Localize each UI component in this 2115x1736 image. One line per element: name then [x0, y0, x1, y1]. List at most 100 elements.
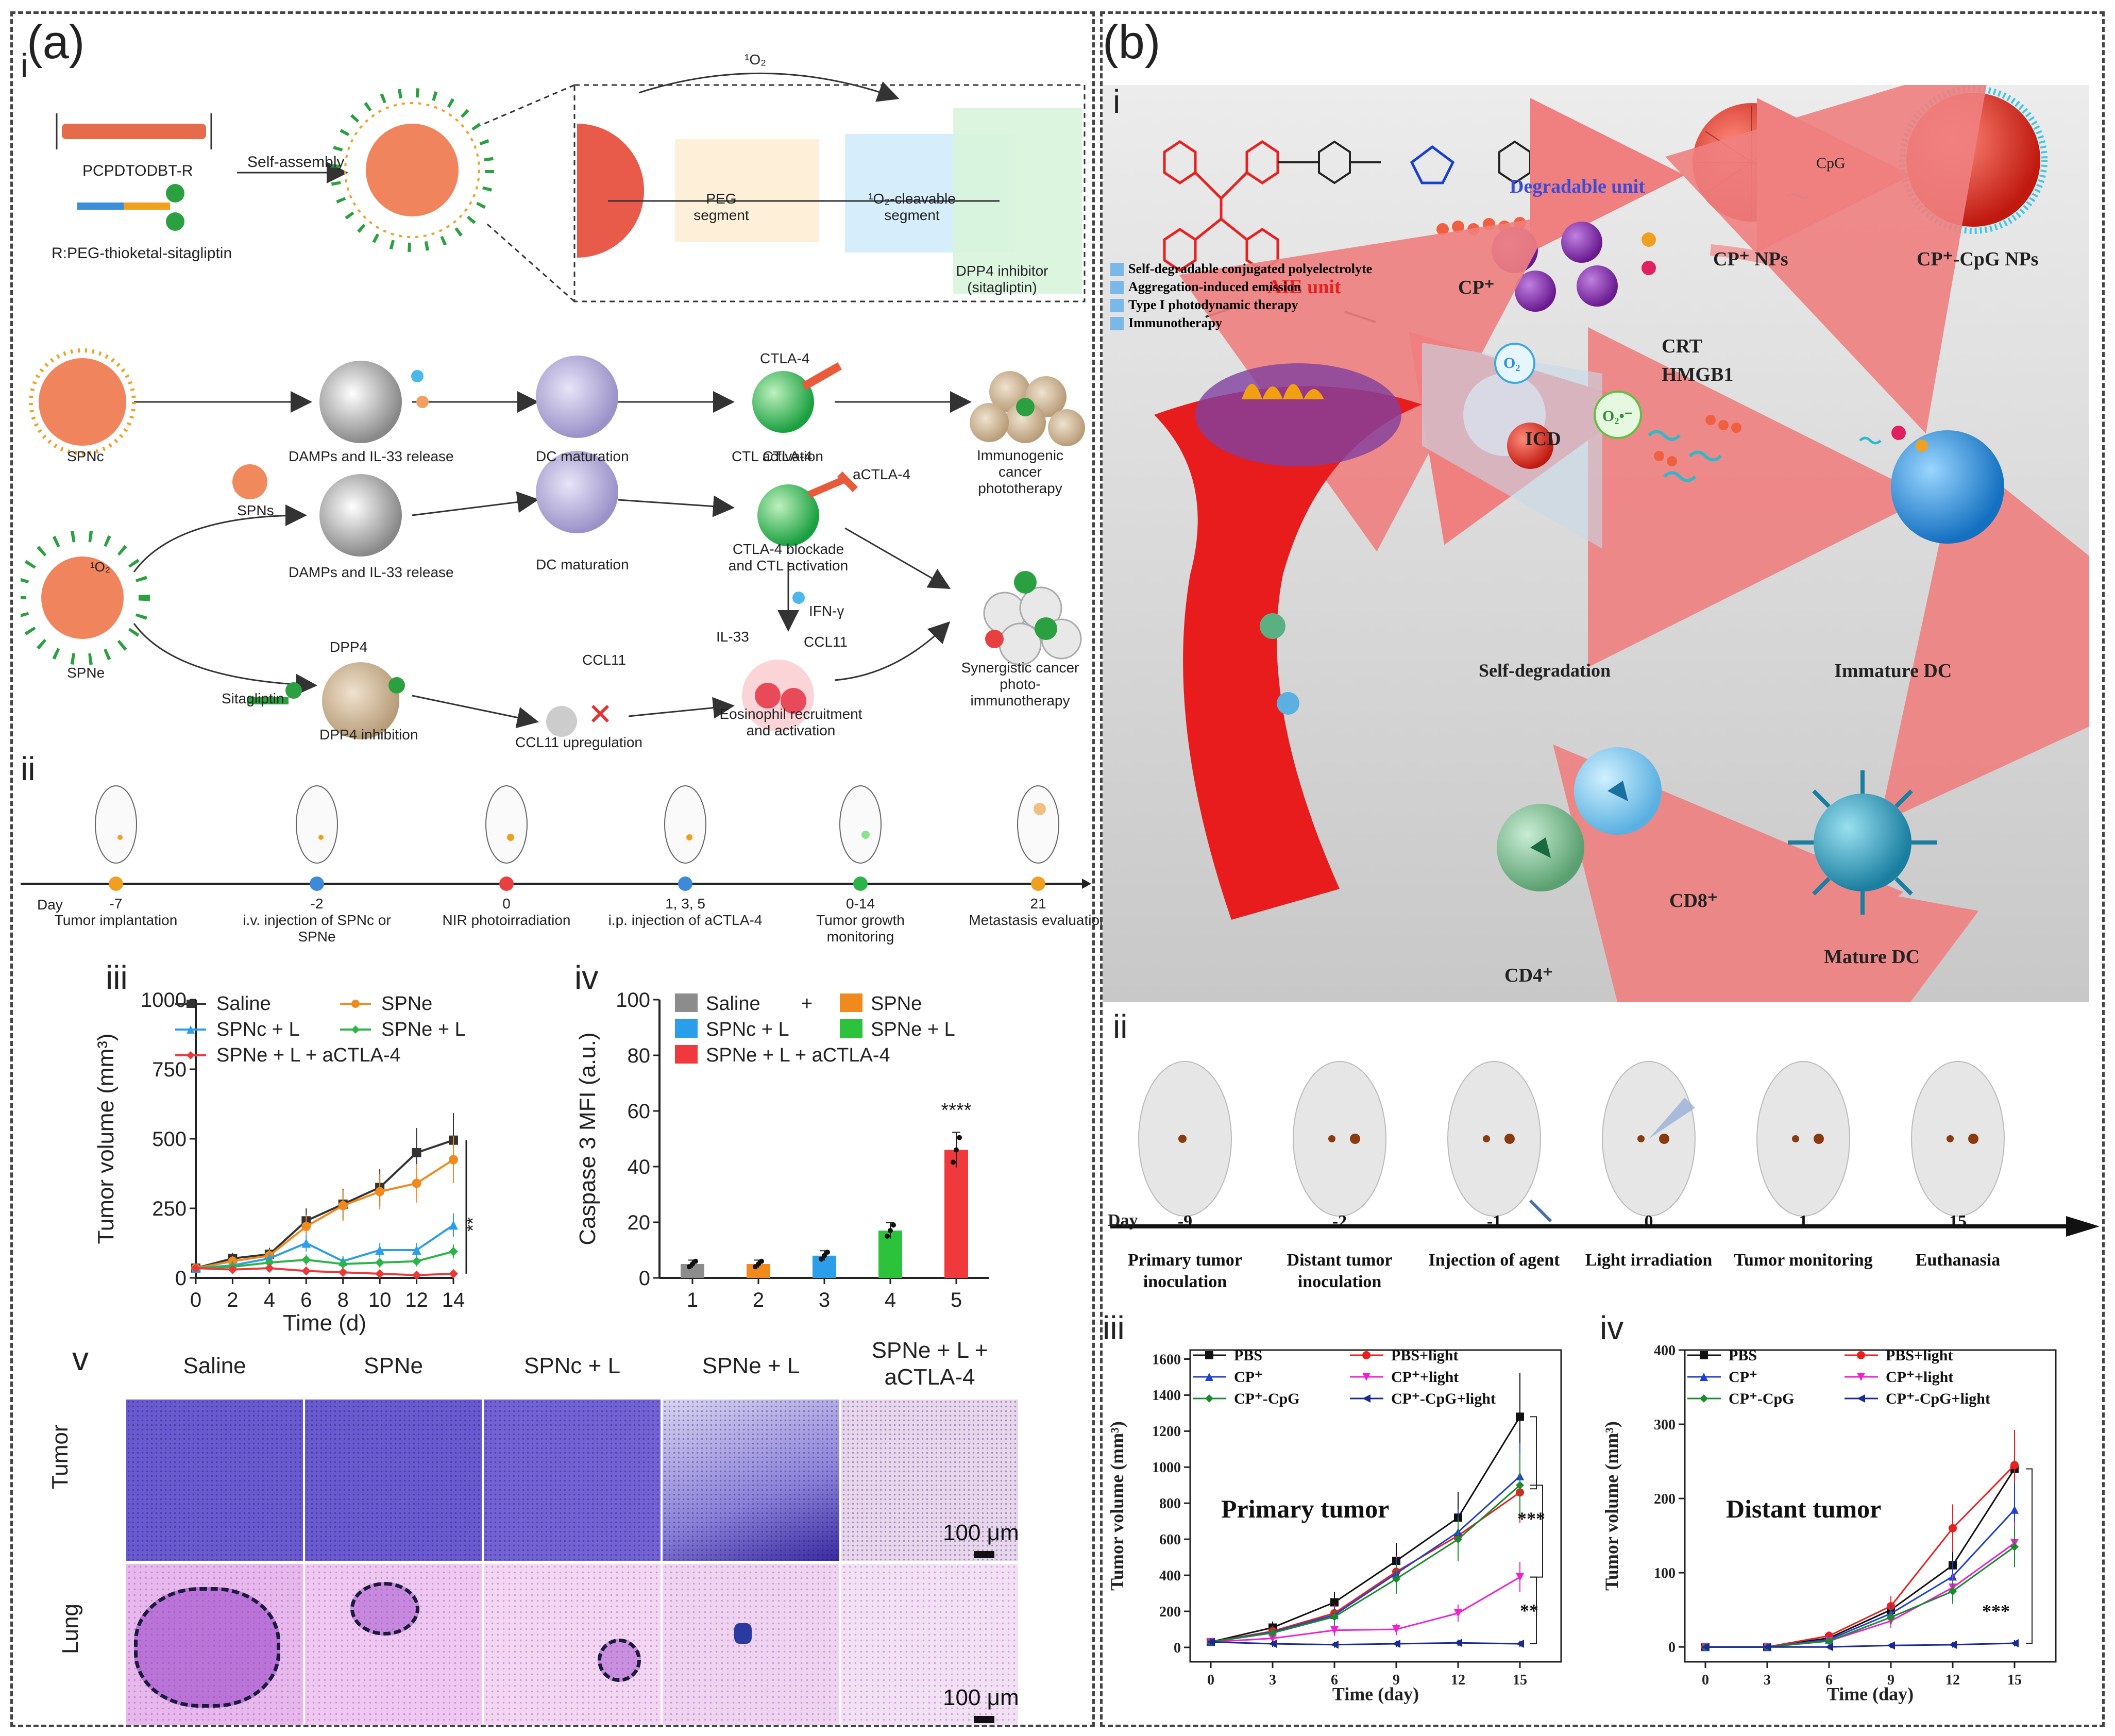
replicate-dot [693, 1258, 698, 1264]
data-point [1454, 1535, 1462, 1544]
data-point [375, 1269, 385, 1278]
data-point [412, 1148, 421, 1157]
data-point [1268, 1634, 1277, 1643]
tumor-histology-image [841, 1400, 1018, 1561]
icd-cells-icon [1492, 222, 1618, 312]
legend-marker [1362, 1394, 1370, 1403]
checklist-item: Immunotherapy [1128, 315, 1223, 330]
ctl-cell-icon [752, 362, 842, 433]
checklist: Self-degradable conjugated polyelectroly… [1128, 261, 1372, 333]
timeline-event: Distant tumor inoculation [1287, 1251, 1393, 1291]
row1-damps-label: DAMPs and IL-33 release [289, 448, 454, 464]
data-point [1701, 1643, 1710, 1651]
sig-bracket [2026, 1468, 2033, 1644]
immature-dc-label: Immature DC [1834, 660, 1952, 682]
lung-histology-image [841, 1564, 1018, 1725]
scale-bar [974, 1551, 994, 1558]
data-point [1330, 1640, 1339, 1649]
spn-nanoparticle-icon [330, 88, 494, 252]
nanoparticle-icon [1507, 423, 1553, 469]
metastasis-outline [134, 1587, 280, 1708]
series-line [1210, 1416, 1521, 1643]
immature-dc-icon [1891, 430, 2004, 544]
legend-marker [1700, 1373, 1708, 1381]
row2-actla4-label: aCTLA-4 [853, 466, 911, 482]
legend-label: SPNc + L [706, 1019, 789, 1040]
data-point [1825, 1637, 1833, 1645]
x-tick-label: 12 [405, 1289, 428, 1311]
peg-segment-label: PEG segment [693, 191, 749, 223]
x-tick-label: 4 [264, 1289, 275, 1311]
bar-5 [944, 1150, 968, 1278]
timeline-event: i.v. injection of SPNc or SPNe [243, 912, 391, 945]
data-point [301, 1266, 311, 1276]
timeline-dot [310, 877, 324, 891]
series-line [1210, 1641, 1520, 1646]
data-point [1516, 1573, 1524, 1581]
legend-label: SPNe [871, 993, 922, 1015]
histology-column-header: SPNe + L + aCTLA-4 [871, 1338, 988, 1390]
row2-sitagliptin-label: Sitagliptin [222, 690, 284, 706]
legend-label: CP⁺+light [1886, 1369, 1953, 1386]
damps-cell-icon [319, 361, 429, 443]
y-tick-label: 1600 [1152, 1352, 1181, 1368]
self-degradation-label: Self-degradation [1479, 660, 1611, 681]
data-point [2010, 1639, 2019, 1647]
row2-o2-label: ¹O₂ [90, 559, 110, 575]
row1-ctla4-label: CTLA-4 [760, 350, 810, 366]
row1-spnc-label: SPNc [67, 448, 104, 464]
legend-label: PBS [1729, 1347, 1757, 1364]
histology-column-header: SPNc + L [523, 1353, 621, 1378]
data-point [449, 1246, 458, 1256]
series-PBS+light [1701, 1429, 2019, 1651]
timeline-event: Tumor implantation [54, 912, 178, 928]
y-tick-label: 0 [1668, 1640, 1676, 1656]
timeline-event: Tumor monitoring [1734, 1251, 1873, 1270]
data-point [1887, 1613, 1895, 1622]
y-tick-label: 400 [1654, 1343, 1676, 1359]
data-point [228, 1265, 238, 1274]
mature-dc-label: Mature DC [1824, 946, 1920, 968]
checklist-icons [1110, 263, 1124, 330]
legend-marker [1362, 1373, 1370, 1381]
y-tick-label: 200 [1654, 1491, 1676, 1507]
x-tick-label: 6 [1331, 1672, 1338, 1688]
x-tick-label: 15 [2007, 1672, 2022, 1688]
replicate-dot [819, 1256, 824, 1262]
data-point [375, 1258, 385, 1268]
data-point [1392, 1575, 1400, 1583]
timeline-event: Light irradiation [1585, 1251, 1713, 1270]
data-point [1330, 1598, 1339, 1607]
y-tick-label: 200 [1159, 1604, 1181, 1620]
legend-label: SPNe [381, 993, 432, 1015]
replicate-dot [822, 1253, 827, 1258]
legend-label: PBS+light [1886, 1347, 1953, 1364]
series-CP⁺+light [1701, 1522, 2019, 1651]
row2-dc-label: DC maturation [536, 557, 629, 572]
histology-row-label: Lung [58, 1604, 83, 1654]
legend-marker [1362, 1351, 1370, 1359]
cp-structure-icon [1163, 140, 1279, 273]
data-point [1825, 1643, 1833, 1651]
y-tick-label: 0 [639, 1267, 650, 1290]
legend-marker [187, 1025, 195, 1034]
series-CP⁺ [1207, 1443, 1524, 1646]
series-line [195, 1267, 454, 1276]
x-tick-label: 3 [1269, 1672, 1276, 1688]
data-point [191, 1263, 200, 1273]
checklist-item: Aggregation-induced emission [1128, 279, 1301, 294]
data-point [264, 1258, 274, 1268]
checklist-item: Type I photodynamic therapy [1128, 297, 1298, 312]
data-point [301, 1222, 311, 1232]
data-point [1887, 1641, 1895, 1650]
mature-dc-icon [1788, 770, 1937, 915]
b-ii-day-label: Day [1108, 1211, 1138, 1230]
data-point [1949, 1524, 1957, 1532]
significance: ** [1520, 1600, 1538, 1621]
legend-label: CP⁺ [1234, 1369, 1263, 1386]
legend-label: SPNe + L + aCTLA-4 [216, 1044, 401, 1066]
data-point [1268, 1640, 1277, 1648]
peg-label: R:PEG-thioketal-sitagliptin [52, 245, 232, 262]
aie-unit-label: AIE unit [1267, 276, 1341, 298]
